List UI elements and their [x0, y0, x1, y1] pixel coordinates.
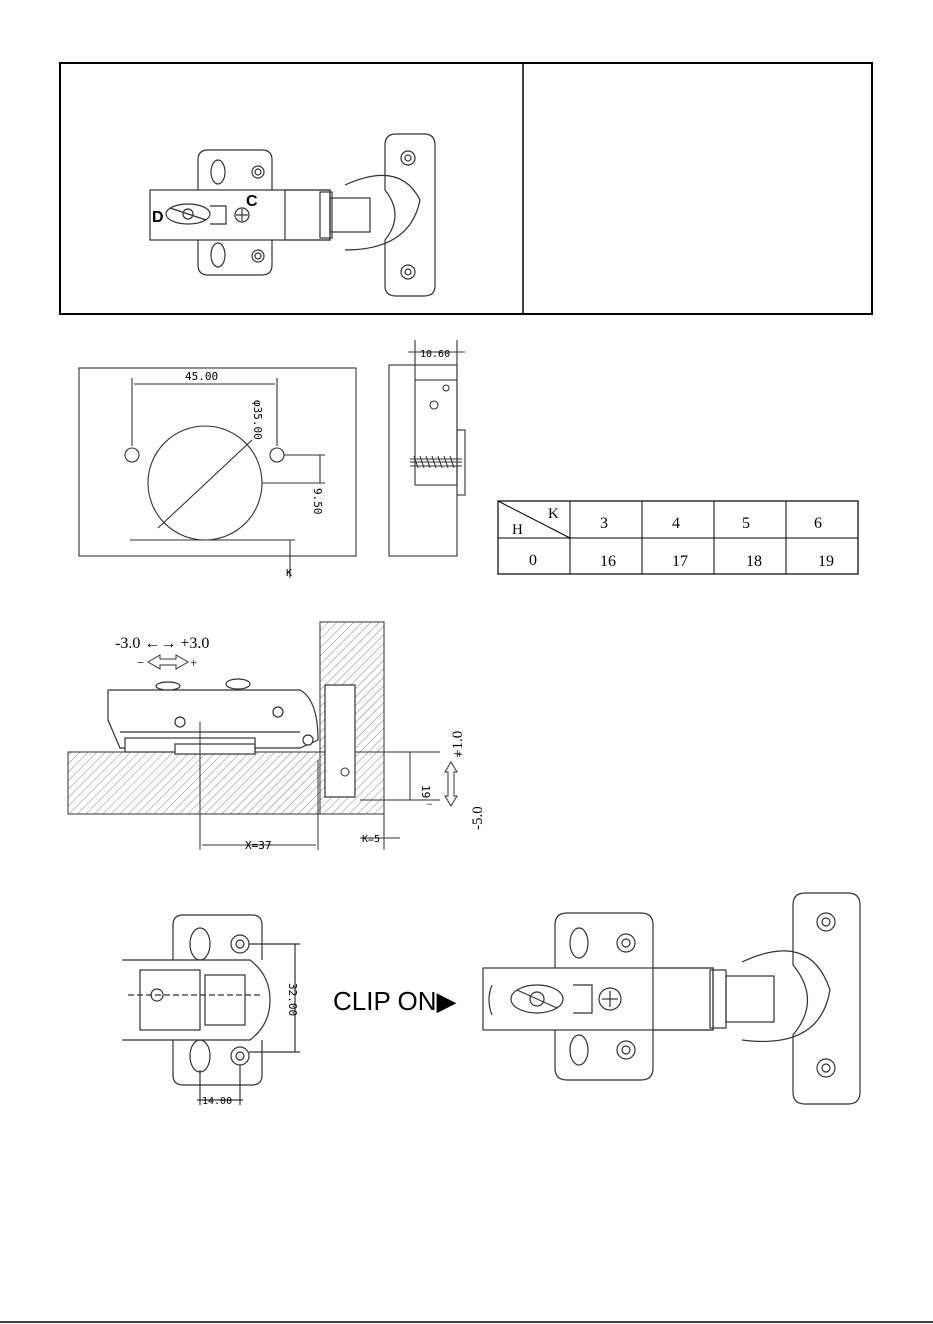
dim-19: 19 — [419, 785, 432, 798]
table-col-header: 4 — [672, 515, 680, 532]
dim-cup-diameter: φ35.00 — [251, 400, 264, 440]
dim-k-adjust: K=5 — [362, 834, 380, 845]
dim-hole-spacing: 45.00 — [185, 370, 218, 383]
drilling-side-section — [389, 340, 465, 556]
hinge-side-view — [108, 679, 318, 754]
dim-x: X=37 — [245, 839, 272, 852]
side-adjust-label: -3.0 ←→ +3.0 — [115, 635, 209, 652]
table-col-header: 3 — [600, 515, 608, 532]
table-row-h: 0 — [529, 552, 537, 569]
height-minus: − — [426, 797, 433, 811]
label-c: C — [246, 193, 258, 210]
mounting-plate-view — [122, 915, 300, 1105]
table-cell: 17 — [672, 553, 688, 570]
hinge-assembled-view — [483, 893, 860, 1104]
table-cell: 18 — [746, 553, 762, 570]
dim-14: 14.00 — [202, 1096, 232, 1107]
dim-offset: 9.50 — [311, 488, 324, 515]
height-plus: + — [456, 747, 463, 761]
table-header-k: K — [548, 506, 559, 522]
table-col-header: 6 — [814, 515, 822, 532]
table-col-header: 5 — [742, 515, 750, 532]
height-adjust-minus-label: -5.0 — [470, 806, 486, 830]
top-frame — [60, 63, 872, 314]
dim-depth: 10.60 — [420, 349, 450, 360]
table-cell: 19 — [818, 553, 834, 570]
clip-on-label: CLIP ON▶ — [333, 986, 457, 1016]
dim-32: 32.00 — [286, 983, 299, 1016]
label-d: D — [152, 209, 164, 226]
table-cell: 16 — [600, 553, 616, 570]
drilling-diagram — [79, 368, 356, 578]
side-adjust-plus: + — [190, 655, 197, 670]
side-adjust-minus: − — [137, 655, 144, 670]
hinge-top-view — [150, 134, 435, 296]
dim-k-drill: K — [286, 568, 292, 579]
table-header-h: H — [512, 522, 523, 538]
